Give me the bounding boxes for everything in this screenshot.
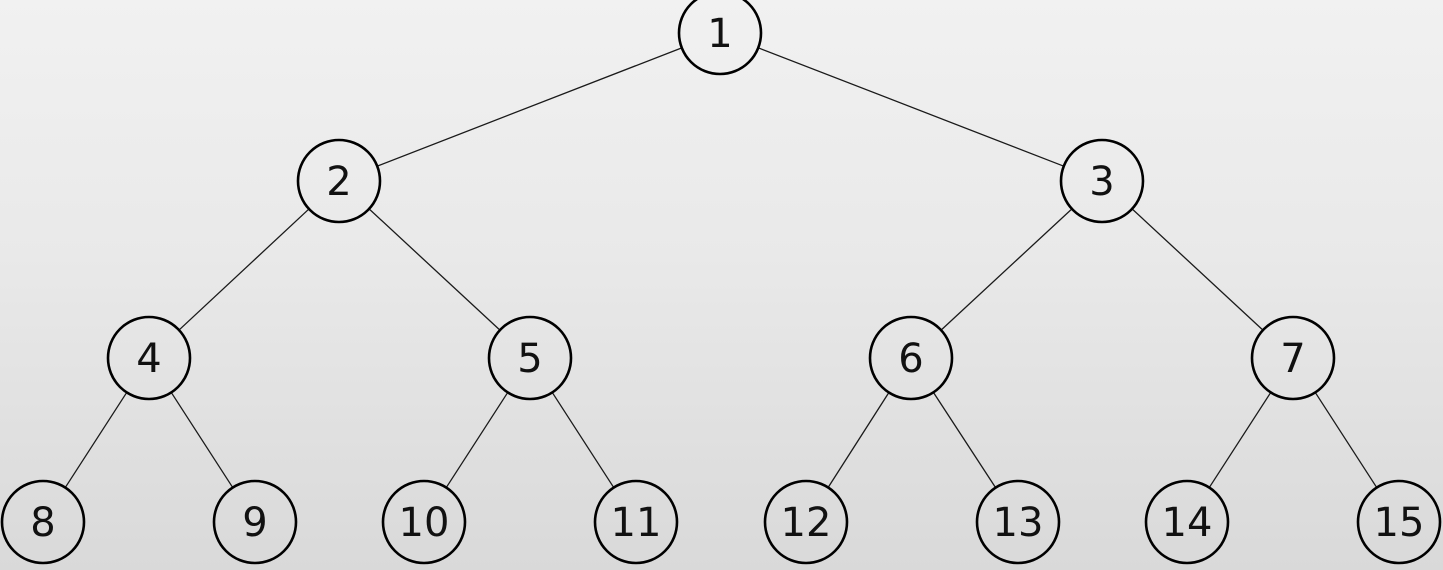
node-circle: [1250, 315, 1336, 401]
node-circle: [763, 479, 849, 565]
node-circle: [677, 0, 763, 76]
tree-node-7: 7: [1250, 315, 1336, 401]
node-circle: [975, 479, 1061, 565]
tree-node-9: 9: [212, 479, 298, 565]
edge-n5-n10: [445, 392, 509, 488]
node-circle: [212, 479, 298, 565]
tree-node-11: 11: [593, 479, 679, 565]
tree-node-4: 4: [106, 315, 192, 401]
node-circle: [1144, 479, 1230, 565]
tree-node-15: 15: [1356, 479, 1442, 565]
edge-n7-n14: [1208, 392, 1272, 488]
tree-node-2: 2: [296, 138, 382, 224]
node-label: 10: [399, 500, 450, 546]
tree-node-10: 10: [381, 479, 467, 565]
tree-edges: [64, 47, 1378, 489]
node-circle: [1059, 138, 1145, 224]
node-label: 12: [781, 500, 832, 546]
node-circle: [868, 315, 954, 401]
tree-node-13: 13: [975, 479, 1061, 565]
edge-n1-n3: [757, 47, 1065, 167]
tree-node-1: 1: [677, 0, 763, 76]
node-label: 5: [517, 336, 542, 382]
tree-node-3: 3: [1059, 138, 1145, 224]
node-circle: [1356, 479, 1442, 565]
node-label: 11: [611, 500, 662, 546]
edge-n6-n12: [827, 392, 890, 488]
edge-n4-n8: [64, 392, 128, 488]
edge-n6-n13: [932, 391, 997, 489]
tree-node-12: 12: [763, 479, 849, 565]
edge-n7-n15: [1314, 392, 1378, 488]
edge-n2-n4: [178, 208, 310, 331]
node-label: 14: [1162, 500, 1213, 546]
edge-n5-n11: [551, 392, 615, 488]
node-circle: [0, 479, 86, 565]
edge-n1-n2: [376, 47, 683, 167]
node-circle: [593, 479, 679, 565]
node-label: 6: [898, 336, 923, 382]
node-label: 2: [326, 159, 351, 205]
node-circle: [487, 315, 573, 401]
edge-n2-n5: [368, 208, 501, 331]
node-label: 13: [993, 500, 1044, 546]
tree-node-6: 6: [868, 315, 954, 401]
node-circle: [381, 479, 467, 565]
node-label: 3: [1089, 159, 1114, 205]
tree-node-5: 5: [487, 315, 573, 401]
edge-n4-n9: [170, 392, 234, 488]
node-label: 7: [1280, 336, 1305, 382]
node-label: 8: [30, 500, 55, 546]
edge-n3-n6: [940, 208, 1073, 331]
node-label: 1: [707, 11, 732, 57]
node-circle: [296, 138, 382, 224]
node-circle: [106, 315, 192, 401]
tree-node-8: 8: [0, 479, 86, 565]
node-label: 4: [136, 336, 161, 382]
node-label: 15: [1374, 500, 1425, 546]
edge-n3-n7: [1131, 208, 1264, 331]
node-label: 9: [242, 500, 267, 546]
tree-node-14: 14: [1144, 479, 1230, 565]
